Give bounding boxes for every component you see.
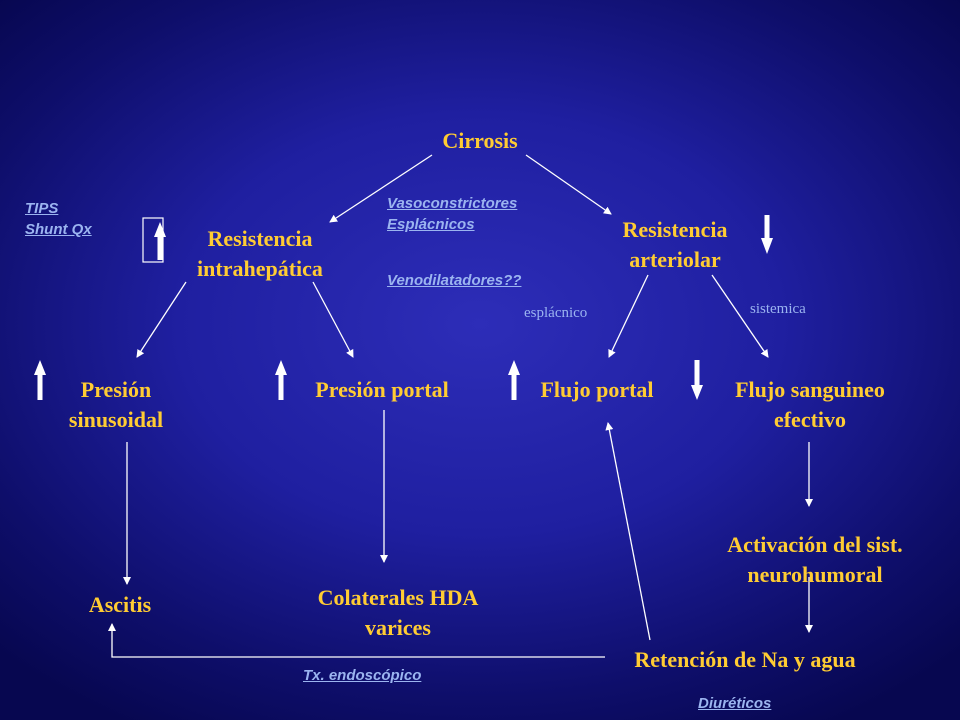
arrow-retencion-to-ascitis xyxy=(108,623,605,658)
treatment-line: Venodilatadores?? xyxy=(387,272,522,289)
treatment-line: Tx. endoscópico xyxy=(303,667,422,684)
up-arrow-icon xyxy=(275,360,287,400)
down-arrow-icon xyxy=(691,360,703,400)
node-line: Resistencia xyxy=(207,226,313,251)
node-line: sinusoidal xyxy=(68,407,164,432)
treatment-line: Diuréticos xyxy=(698,695,772,712)
node-ascitis: Ascitis xyxy=(60,590,180,620)
node-colaterales: Colaterales HDA varices xyxy=(278,583,518,643)
treatment-venodilatadores: Venodilatadores?? xyxy=(387,270,521,291)
node-line: efectivo xyxy=(773,407,847,432)
arrow-intrahepatica-to-sinusoidal xyxy=(136,281,187,358)
node-retencion-text: Retención de Na y agua xyxy=(634,647,856,672)
up-arrow-icon xyxy=(154,222,166,260)
arrow-intrahepatica-to-portal xyxy=(312,281,354,358)
treatment-vasoconstrictores: Vasoconstrictores Esplácnicos xyxy=(387,193,517,235)
arrow-arteriolar-to-flujo-sanguineo xyxy=(711,274,769,358)
arrow-cirrosis-to-arteriolar xyxy=(525,154,612,215)
treatment-line: Vasoconstrictores xyxy=(387,195,518,212)
treatment-line: Esplácnicos xyxy=(387,216,475,233)
arrow-arteriolar-to-flujo-portal xyxy=(608,274,649,358)
treatment-line: Shunt Qx xyxy=(25,221,92,238)
node-resistencia-intrahepatica: Resistencia intrahepática xyxy=(160,224,360,284)
node-line: arteriolar xyxy=(629,247,721,272)
label-sistemica: sistemica xyxy=(750,301,806,317)
up-arrow-icon xyxy=(34,360,46,400)
node-line: Flujo sanguineo xyxy=(735,377,885,402)
node-line: Activación del sist. xyxy=(727,532,903,557)
down-arrow-icon xyxy=(761,215,773,254)
node-line: varices xyxy=(365,615,431,640)
node-line: Resistencia xyxy=(622,217,728,242)
node-presion-portal-text: Presión portal xyxy=(315,377,449,402)
tips-bracket xyxy=(142,217,164,263)
node-presion-sinusoidal: Presión sinusoidal xyxy=(46,375,186,435)
node-resistencia-arteriolar: Resistencia arteriolar xyxy=(575,215,775,275)
node-flujo-sanguineo: Flujo sanguineo efectivo xyxy=(700,375,920,435)
treatment-diureticos: Diuréticos xyxy=(698,693,771,714)
node-cirrosis: Cirrosis xyxy=(380,126,580,156)
node-cirrosis-text: Cirrosis xyxy=(442,128,518,153)
treatment-tx-endoscopico: Tx. endoscópico xyxy=(303,665,421,686)
label-esplacnico: esplácnico xyxy=(524,305,588,321)
node-line: Colaterales HDA xyxy=(317,585,479,610)
arrow-retencion-to-flujo-portal xyxy=(605,422,651,641)
node-activacion: Activación del sist. neurohumoral xyxy=(685,530,945,590)
node-ascitis-text: Ascitis xyxy=(88,592,152,617)
node-flujo-portal-text: Flujo portal xyxy=(540,377,654,402)
up-arrow-icon xyxy=(508,360,520,400)
treatment-line: TIPS xyxy=(25,200,59,217)
node-line: neurohumoral xyxy=(747,562,883,587)
node-line: intrahepática xyxy=(197,256,323,281)
node-flujo-portal: Flujo portal xyxy=(522,375,672,405)
treatment-tips: TIPS Shunt Qx xyxy=(25,198,92,240)
node-presion-portal: Presión portal xyxy=(292,375,472,405)
node-line: Presión xyxy=(80,377,152,402)
node-retencion: Retención de Na y agua xyxy=(600,645,890,675)
arrow-cirrosis-to-intrahepatica xyxy=(329,154,433,223)
